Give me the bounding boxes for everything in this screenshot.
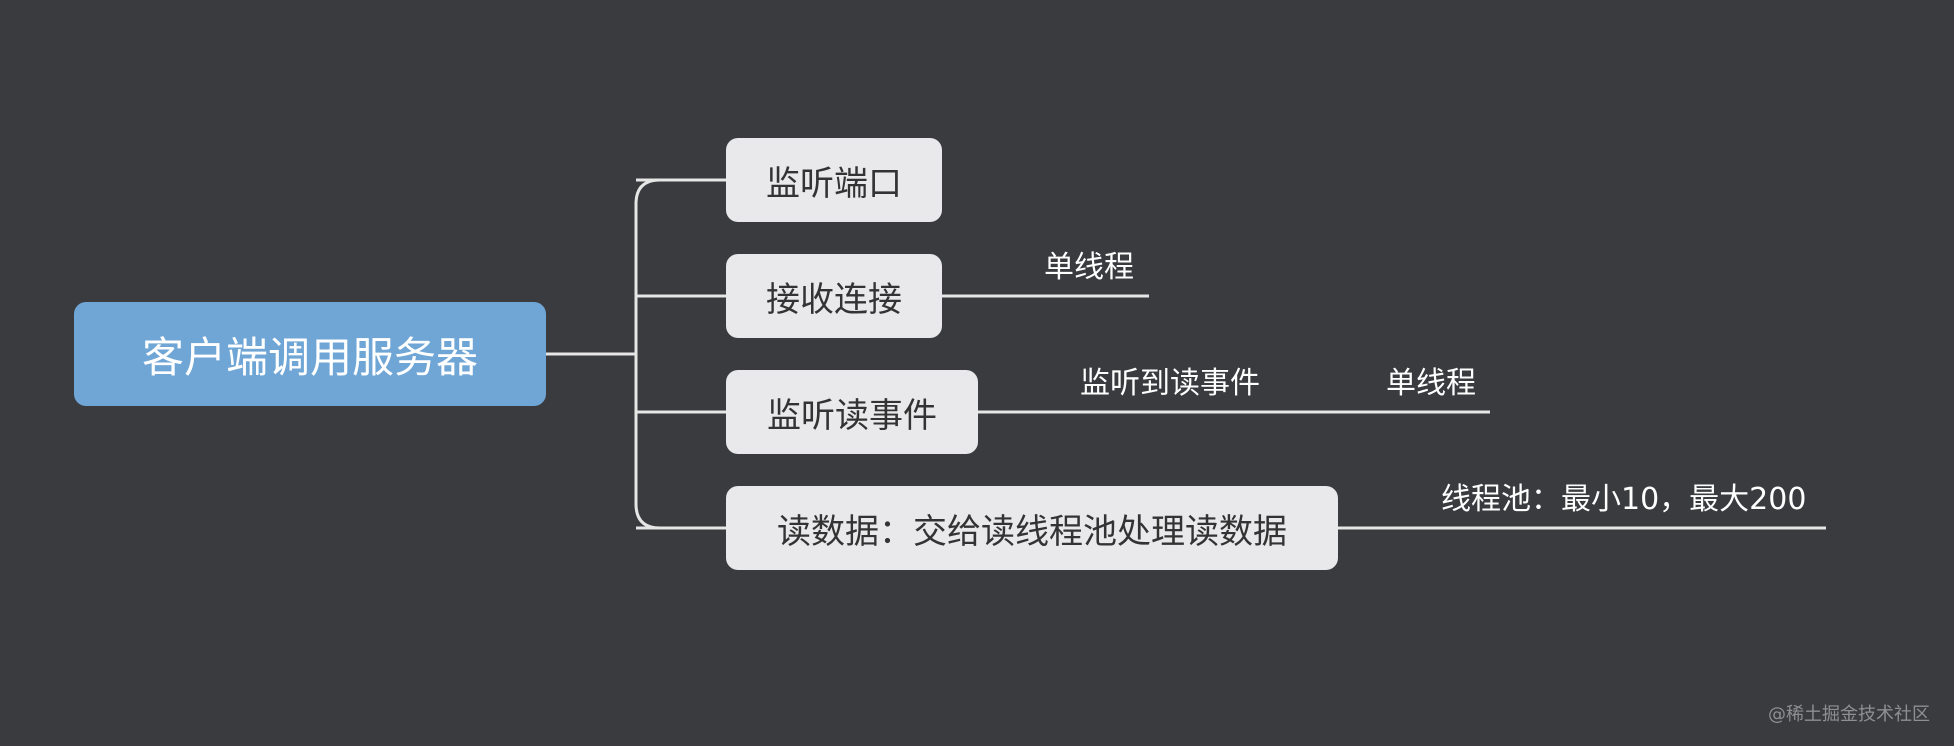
child-node-listen-read-event[interactable]: 监听读事件 — [726, 370, 978, 454]
root-node[interactable]: 客户端调用服务器 — [74, 302, 546, 406]
note-single-thread-accept[interactable]: 单线程 — [1044, 250, 1134, 285]
watermark: @稀土掘金技术社区 — [1768, 704, 1930, 725]
child-node-listen-port[interactable]: 监听端口 — [726, 138, 942, 222]
branch-trunk — [634, 178, 661, 530]
child-node-read-data[interactable]: 读数据：交给读线程池处理读数据 — [726, 486, 1338, 570]
note-thread-pool[interactable]: 线程池：最小10，最大200 — [1441, 482, 1807, 517]
child-node-accept-connection[interactable]: 接收连接 — [726, 254, 942, 338]
note-read-event-detected[interactable]: 监听到读事件 — [1080, 366, 1260, 401]
note-single-thread-read-event[interactable]: 单线程 — [1386, 366, 1476, 401]
